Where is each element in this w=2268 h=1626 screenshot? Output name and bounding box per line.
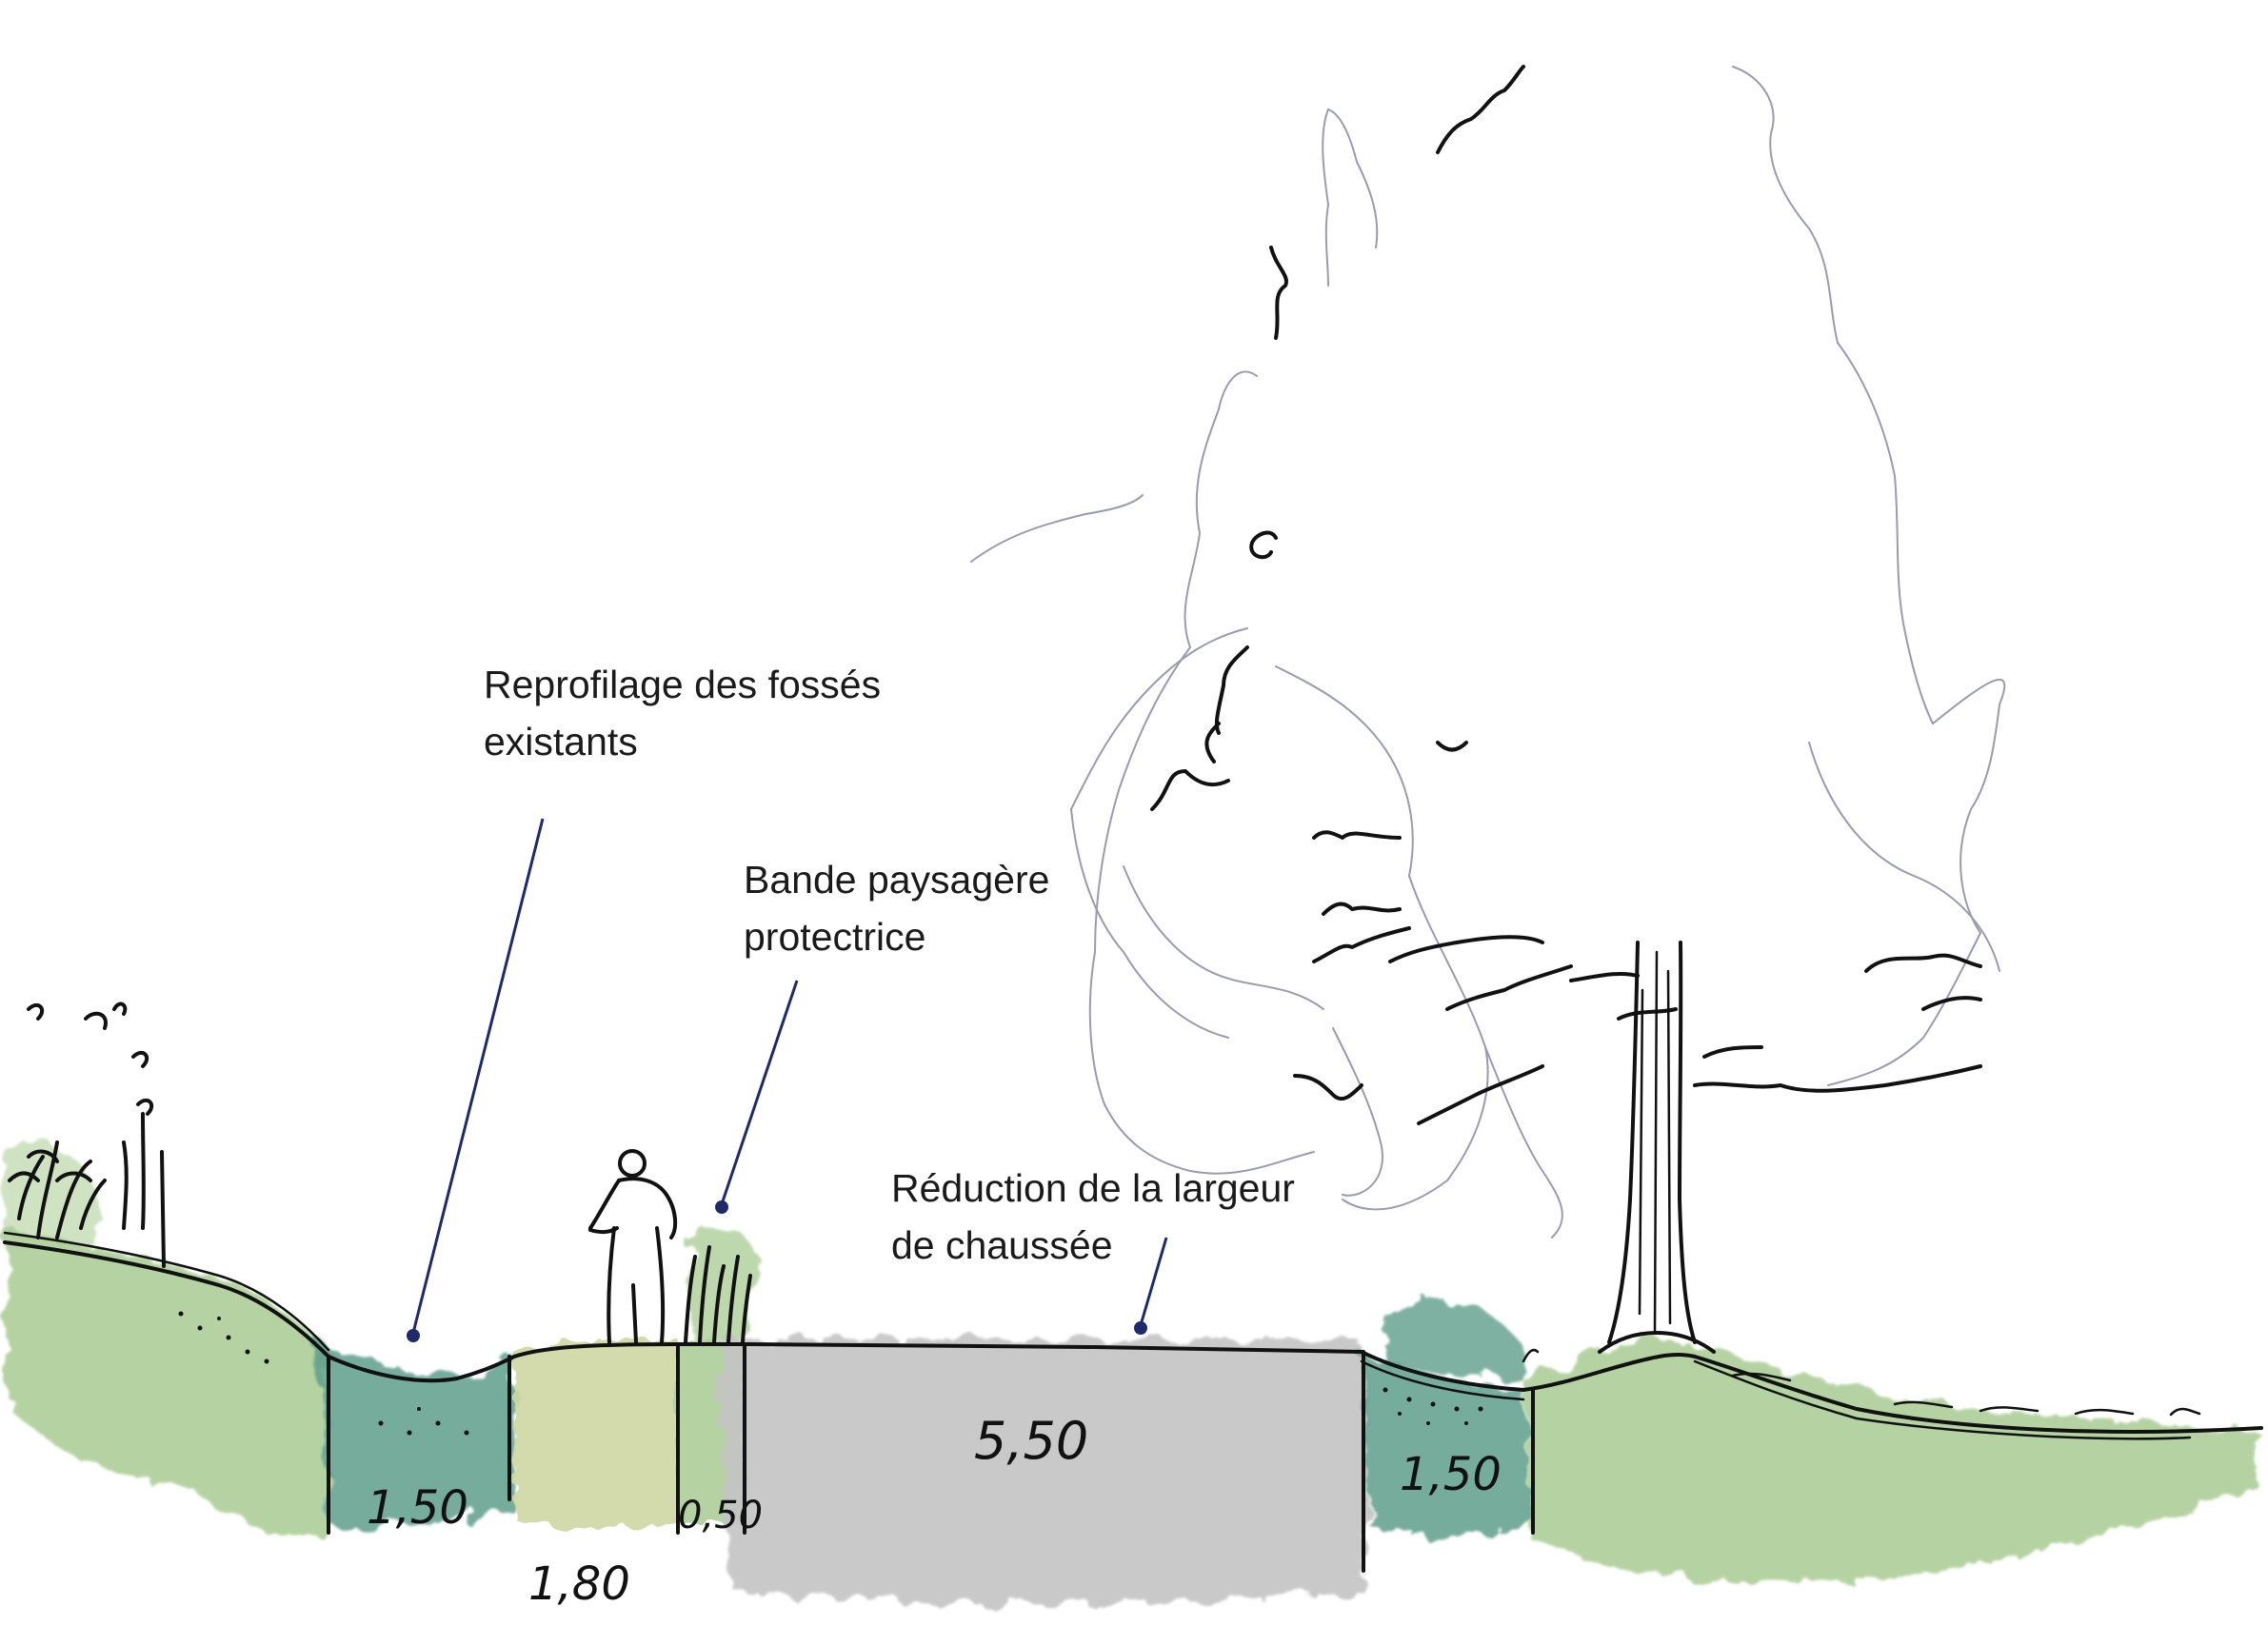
- leader-bande-dot: [715, 1200, 728, 1214]
- leader-bande: [720, 980, 799, 1205]
- tree-ink: [1150, 65, 1982, 1354]
- left-shrubs: [8, 1001, 166, 1268]
- left-ditch-fill: [319, 1342, 515, 1527]
- dimension-values: 1,50 1,80 0,50 5,50 1,50: [367, 1411, 1502, 1611]
- strip-reeds: [684, 1245, 752, 1344]
- label-fosses-line1: Reprofilage des fossés: [484, 663, 881, 706]
- right-grass-ink: [1522, 1348, 2201, 1417]
- dimension-strip: 0,50: [678, 1494, 763, 1537]
- dimension-path: 1,80: [528, 1557, 630, 1611]
- label-fosses-line2: existants: [484, 720, 638, 763]
- left-grass-bank: [5, 1228, 328, 1542]
- leader-lines: [407, 818, 1168, 1342]
- label-bande-line2: protectrice: [744, 915, 925, 959]
- section-lines: [3, 1231, 2263, 1573]
- left-bush-fill: [5, 1141, 100, 1247]
- label-reduction-line1: Réduction de la largeur: [891, 1166, 1295, 1210]
- road-fill: [718, 1338, 1369, 1604]
- annotation-labels: Reprofilage des fossés existants Bande p…: [484, 663, 1295, 1267]
- tree-canopy-pencil: [970, 66, 2006, 1239]
- label-bande-line1: Bande paysagère: [744, 858, 1049, 902]
- leader-fosses: [411, 818, 545, 1334]
- leader-reduction-dot: [1134, 1321, 1147, 1335]
- path-fill: [514, 1338, 676, 1529]
- pedestrian-figure: [588, 1149, 678, 1344]
- dimension-ditch-left: 1,50: [367, 1481, 468, 1535]
- watercolor-layer: [5, 1141, 2257, 1604]
- dimension-road: 5,50: [974, 1411, 1088, 1471]
- right-grass-bank: [1523, 1338, 2257, 1583]
- leader-fosses-dot: [407, 1329, 420, 1342]
- leader-reduction: [1139, 1237, 1168, 1326]
- right-ditch-bush: [1381, 1300, 1526, 1380]
- right-ditch-fill: [1362, 1352, 1533, 1535]
- gravel-dots: [178, 1311, 1483, 1436]
- label-reduction-line2: de chaussée: [891, 1223, 1113, 1267]
- dimension-ditch-right: 1,50: [1400, 1448, 1502, 1501]
